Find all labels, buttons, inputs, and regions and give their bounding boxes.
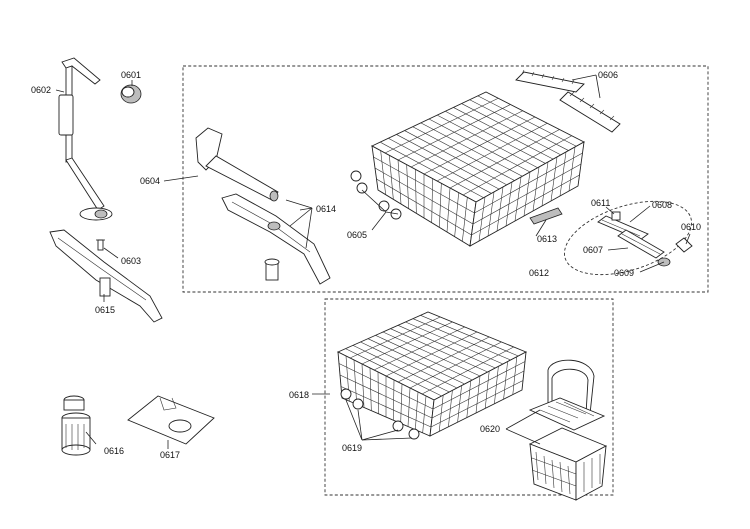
label-0619: 0619 bbox=[342, 443, 362, 453]
part-0606-tine-strips bbox=[515, 69, 621, 133]
label-0615: 0615 bbox=[95, 305, 115, 315]
lower-rack-group-box bbox=[324, 298, 614, 496]
part-0619-lower-wheels bbox=[340, 388, 420, 440]
label-0603: 0603 bbox=[121, 256, 141, 266]
label-0605: 0605 bbox=[347, 230, 367, 240]
label-0606: 0606 bbox=[598, 70, 618, 80]
lower-rack bbox=[336, 311, 528, 437]
label-0611: 0611 bbox=[591, 198, 610, 208]
label-0614: 0614 bbox=[316, 204, 336, 214]
part-0620-cutlery-basket bbox=[528, 359, 608, 501]
label-0620: 0620 bbox=[480, 424, 500, 434]
part-0614-upper-spray-arm bbox=[221, 193, 331, 285]
part-0603-screw bbox=[96, 239, 105, 251]
label-0618: 0618 bbox=[289, 390, 309, 400]
part-0604-upper-spray-pipe bbox=[195, 127, 279, 202]
part-0612-adjuster-kit bbox=[564, 200, 693, 276]
part-0617-filter-plate bbox=[127, 395, 215, 445]
label-0617: 0617 bbox=[160, 450, 180, 460]
label-0612: 0612 bbox=[529, 268, 549, 278]
label-0601: 0601 bbox=[121, 70, 141, 80]
part-0601-nozzle bbox=[120, 84, 142, 104]
upper-rack bbox=[371, 91, 585, 247]
label-0602: 0602 bbox=[31, 85, 51, 95]
part-0616-filter bbox=[61, 395, 91, 456]
label-0609: 0609 bbox=[614, 268, 634, 278]
upper-rack-group-box bbox=[182, 65, 709, 293]
label-0604: 0604 bbox=[140, 176, 160, 186]
label-0608: 0608 bbox=[652, 200, 672, 210]
part-0613-handle bbox=[529, 207, 563, 225]
part-0615-lower-spray-arm bbox=[49, 229, 163, 323]
leader-lines bbox=[55, 74, 691, 449]
label-0616: 0616 bbox=[104, 446, 124, 456]
part-0602-supply-pipe bbox=[58, 57, 113, 221]
label-0607: 0607 bbox=[583, 245, 603, 255]
label-0613: 0613 bbox=[537, 234, 557, 244]
label-0610: 0610 bbox=[681, 222, 701, 232]
